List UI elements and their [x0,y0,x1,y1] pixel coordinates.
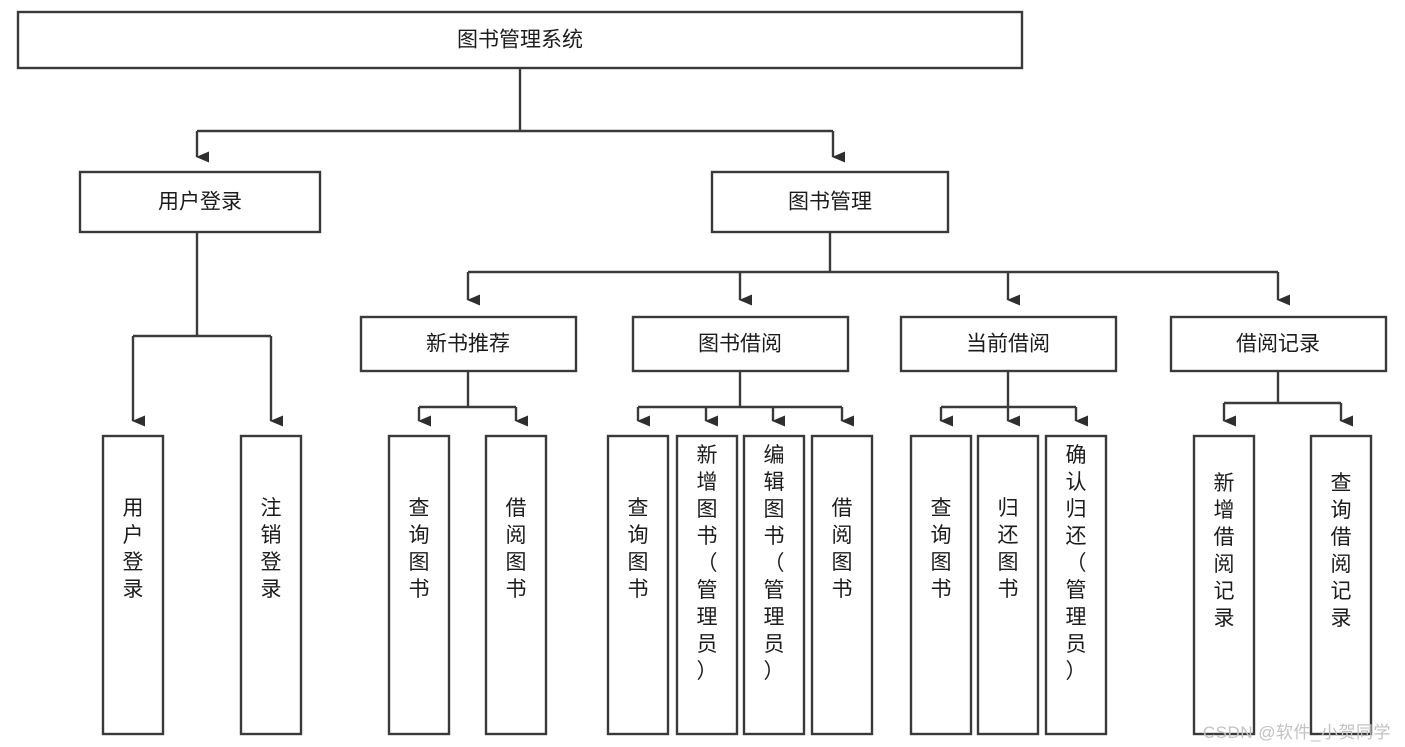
node-box-rect [675,434,739,736]
leaf-label: 归还图书 [998,497,1019,601]
node-box-rect [899,315,1118,373]
node-box-rect [387,434,451,736]
node-box-rect [359,315,578,373]
node-label-book-borrow: 图书借阅 [698,333,782,356]
connector-book-borrow-to-leaves [636,371,854,427]
leaf-current-borrow-confirm[interactable]: 确认归还（管理员） [1044,434,1108,736]
connector-current-borrow-to-leaves [939,371,1088,427]
leaf-label: 新增借阅记录 [1214,472,1235,630]
leaf-book-borrow-add[interactable]: 新增图书（管理员） [675,434,739,736]
leaf-label: 确认归还（管理员） [1066,444,1087,683]
node-current-borrow[interactable]: 当前借阅 [899,315,1118,373]
node-user-login[interactable]: 用户登录 [78,170,322,234]
leaf-user-login-login[interactable]: 用户登录 [101,434,165,736]
connector-user-login-to-leaves [131,232,283,427]
node-label-new-book-recommend: 新书推荐 [426,333,510,356]
node-label-user-login: 用户登录 [158,191,242,214]
leaf-book-borrow-query[interactable]: 查询图书 [606,434,670,736]
node-label-current-borrow: 当前借阅 [966,333,1050,356]
node-label-root: 图书管理系统 [457,29,583,52]
node-box-rect [78,170,322,234]
leaf-label: 查询图书 [628,497,649,601]
connector-book-manage-to-level3 [466,232,1290,306]
node-box-rect [101,434,165,736]
leaf-new-book-borrow[interactable]: 借阅图书 [484,434,548,736]
leaf-label: 借阅图书 [506,497,527,601]
node-new-book-recommend[interactable]: 新书推荐 [359,315,578,373]
node-box-rect [16,10,1024,70]
node-box-rect [909,434,973,736]
leaf-book-borrow-borrow[interactable]: 借阅图书 [810,434,874,736]
leaf-label: 借阅图书 [832,497,853,601]
leaf-borrow-record-add[interactable]: 新增借阅记录 [1192,434,1256,736]
connector-new-book-to-leaves [417,371,528,427]
leaf-book-borrow-edit[interactable]: 编辑图书（管理员） [742,434,806,736]
node-borrow-record[interactable]: 借阅记录 [1169,315,1388,373]
watermark: CSDN @软件_小贺同学 [1202,723,1391,742]
connector-borrow-record-to-leaves [1222,371,1353,427]
leaf-label: 查询借阅记录 [1331,472,1352,630]
leaf-label: 查询图书 [409,497,430,601]
node-label-book-manage: 图书管理 [788,191,872,214]
node-box-rect [810,434,874,736]
node-box-rect [1192,434,1256,736]
node-book-manage[interactable]: 图书管理 [710,170,950,234]
node-box-rect [1044,434,1108,736]
node-box-rect [1309,434,1373,736]
node-box-rect [976,434,1040,736]
node-box-rect [710,170,950,234]
leaf-label: 注销登录 [261,497,282,601]
leaf-new-book-query[interactable]: 查询图书 [387,434,451,736]
leaf-label: 用户登录 [123,497,144,601]
node-root-system[interactable]: 图书管理系统 [16,10,1024,70]
leaf-current-borrow-query[interactable]: 查询图书 [909,434,973,736]
node-box-rect [1169,315,1388,373]
leaf-current-borrow-return[interactable]: 归还图书 [976,434,1040,736]
leaf-borrow-record-query[interactable]: 查询借阅记录 [1309,434,1373,736]
leaf-label: 编辑图书（管理员） [764,444,785,683]
connector-root-to-level2 [195,68,845,163]
node-box-rect [239,434,303,736]
node-box-rect [742,434,806,736]
leaf-label: 新增图书（管理员） [697,444,718,683]
node-box-rect [631,315,850,373]
node-box-rect [484,434,548,736]
leaf-user-login-logout[interactable]: 注销登录 [239,434,303,736]
node-label-borrow-record: 借阅记录 [1236,333,1320,356]
leaf-label: 查询图书 [931,497,952,601]
node-book-borrow[interactable]: 图书借阅 [631,315,850,373]
node-box-rect [606,434,670,736]
